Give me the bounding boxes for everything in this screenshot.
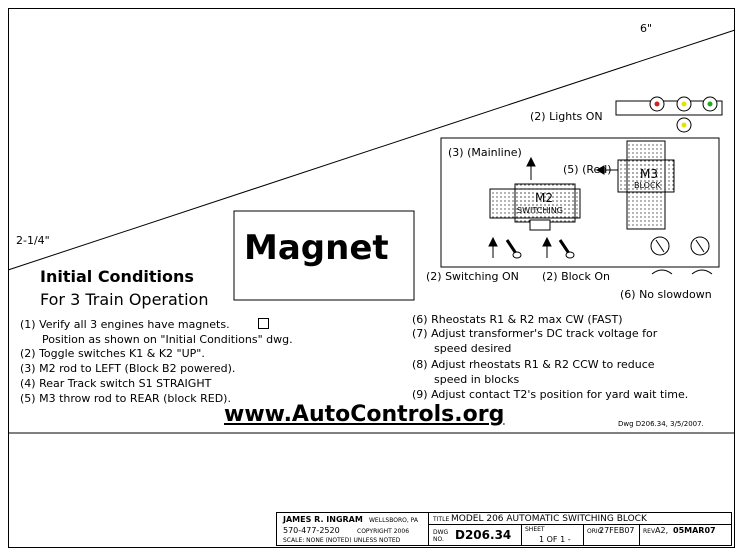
m3-label: M3 <box>640 167 658 181</box>
toggle-switch-k1 <box>505 239 522 259</box>
step-8-detail: speed in blocks <box>434 373 520 386</box>
rev-caption: REV <box>643 528 656 535</box>
signal-lights <box>615 96 723 133</box>
orig-date: 27FEB07 <box>599 526 635 535</box>
website-link[interactable]: www.AutoControls.org <box>224 402 505 427</box>
dwg-number: D206.34 <box>455 528 512 542</box>
sheet-divider <box>521 524 522 546</box>
title-block: JAMES R. INGRAM WELLSBORO, PA 570-477-25… <box>276 512 732 546</box>
control-panel <box>440 137 720 268</box>
magnet-label: Magnet <box>244 228 389 268</box>
orig-divider <box>583 524 584 546</box>
rheostat-r2 <box>690 236 710 256</box>
diagonal-edge <box>7 29 736 271</box>
red-label: (5) (Red) <box>563 163 612 176</box>
toggle-switch-k2 <box>558 239 575 259</box>
author-location: WELLSBORO, PA <box>369 517 418 524</box>
dwg-note: Dwg D206.34, 3/5/2007. <box>618 420 704 428</box>
mainline-label: (3) (Mainline) <box>448 146 522 159</box>
checkbox-icon <box>258 318 269 329</box>
heading-line1: Initial Conditions <box>40 267 194 286</box>
title-caption: TITLE <box>433 516 450 523</box>
magnet-box <box>233 210 415 301</box>
m2-label: M2 <box>535 191 553 205</box>
orig-caption: ORIG <box>587 528 603 535</box>
rheostat-r1 <box>650 236 670 256</box>
step-5: (5) M3 throw rod to REAR (block RED). <box>20 392 231 405</box>
step-9: (9) Adjust contact T2's position for yar… <box>412 388 689 401</box>
dwg-caption: DWG NO. <box>433 529 449 543</box>
no-slowdown-label: (6) No slowdown <box>620 288 712 301</box>
step-7-detail: speed desired <box>434 342 512 355</box>
step-8: (8) Adjust rheostats R1 & R2 CCW to redu… <box>412 358 655 371</box>
step-7: (7) Adjust transformer's DC track voltag… <box>412 327 658 340</box>
step-2: (2) Toggle switches K1 & K2 "UP". <box>20 347 205 360</box>
step-1-detail: Position as shown on "Initial Conditions… <box>42 333 293 346</box>
step-3: (3) M2 rod to LEFT (Block B2 powered). <box>20 362 236 375</box>
width-dimension-label: 6" <box>640 22 653 35</box>
rev-code: A2, <box>655 526 669 535</box>
m3-block-module <box>617 140 675 230</box>
switching-on-arrow <box>488 236 498 258</box>
author-cell: JAMES R. INGRAM WELLSBORO, PA 570-477-25… <box>277 513 429 545</box>
mainline-arrow <box>526 156 536 180</box>
author-phone: 570-477-2520 <box>283 526 340 535</box>
red-arrow <box>595 165 618 175</box>
drawing-title: MODEL 206 AUTOMATIC SWITCHING BLOCK <box>451 514 647 524</box>
rotation-arrows <box>651 269 713 275</box>
m3-sub-label: BLOCK <box>634 181 661 190</box>
rev-divider <box>639 524 640 546</box>
m2-sub-label: SWITCHING <box>517 206 563 215</box>
title-divider <box>429 524 731 525</box>
step-1: (1) Verify all 3 engines have magnets. <box>20 318 230 331</box>
height-dimension-label: 2-1/4" <box>16 234 50 247</box>
block-on-arrow <box>542 236 552 258</box>
sheet-caption: SHEET <box>525 526 545 533</box>
block-on-label: (2) Block On <box>542 270 610 283</box>
sheet-number: 1 OF 1 - <box>539 535 571 544</box>
switching-on-label: (2) Switching ON <box>426 270 519 283</box>
step-6: (6) Rheostats R1 & R2 max CW (FAST) <box>412 313 623 326</box>
scale-note: SCALE: NONE (NOTED) UNLESS NOTED <box>283 537 401 544</box>
author-name: JAMES R. INGRAM <box>283 515 363 524</box>
rev-date: 05MAR07 <box>673 526 716 535</box>
m2-switching-module <box>489 183 581 231</box>
step-4: (4) Rear Track switch S1 STRAIGHT <box>20 377 212 390</box>
heading-line2: For 3 Train Operation <box>40 290 209 309</box>
lights-on-label: (2) Lights ON <box>530 110 603 123</box>
drawing-frame <box>8 8 735 548</box>
copyright: COPYRIGHT 2006 <box>357 528 410 535</box>
